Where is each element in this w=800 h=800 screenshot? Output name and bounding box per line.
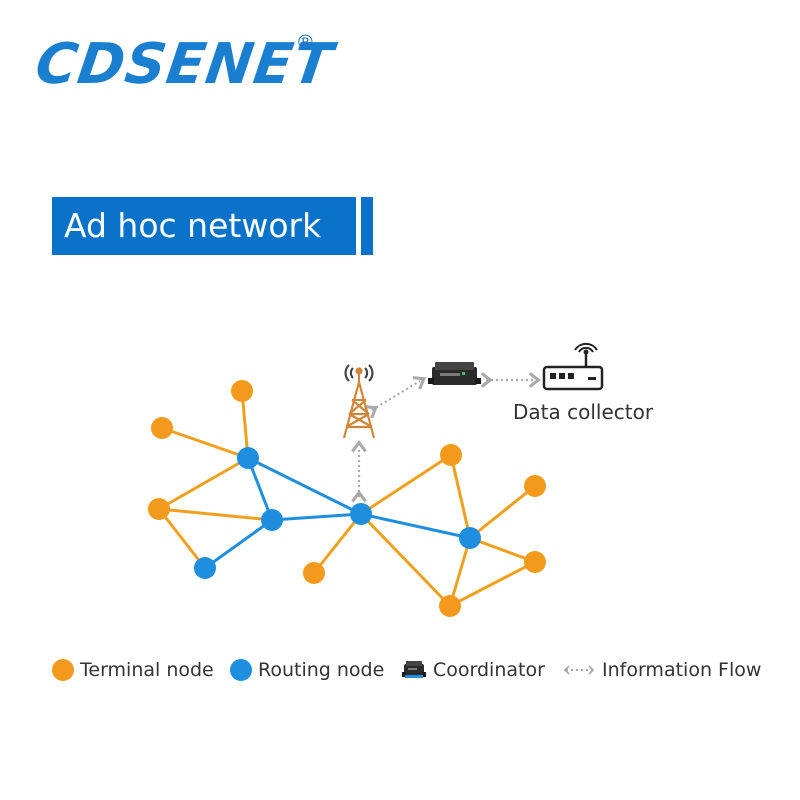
routing-node	[459, 527, 481, 549]
legend-info-flow: Information Flow	[562, 657, 761, 683]
link	[312, 513, 363, 574]
link	[469, 536, 536, 564]
coordinator-icon	[428, 362, 481, 385]
link	[469, 484, 536, 540]
banner-accent-bar	[361, 197, 373, 255]
page-title: Ad hoc network	[64, 206, 322, 245]
terminal-node	[151, 417, 173, 439]
routing-node	[350, 503, 372, 525]
link	[271, 512, 362, 522]
link	[157, 508, 207, 569]
link	[359, 512, 452, 608]
info-flow-icon	[563, 665, 595, 675]
routing-node	[261, 509, 283, 531]
legend-coordinator: Coordinator	[401, 657, 545, 683]
link	[158, 456, 249, 511]
link	[448, 537, 472, 607]
legend-routing: Routing node	[230, 657, 384, 683]
link	[240, 390, 250, 459]
legend-terminal: Terminal node	[52, 657, 214, 683]
terminal-node	[303, 562, 325, 584]
legend-terminal-label: Terminal node	[80, 659, 214, 681]
legend-routing-label: Routing node	[258, 659, 385, 681]
terminal-node	[231, 380, 253, 402]
coordinator-icon	[402, 661, 426, 678]
link	[158, 507, 273, 522]
terminal-links	[157, 390, 536, 608]
terminal-node	[524, 551, 546, 573]
routing-links	[204, 456, 471, 570]
terminal-node	[439, 595, 461, 617]
routing-node	[237, 447, 259, 469]
terminal-nodes	[148, 380, 546, 617]
brand-logo: CDSENET ®	[32, 30, 338, 100]
link	[204, 518, 273, 570]
info-flow-arrow	[364, 376, 426, 419]
registered-mark: ®	[298, 32, 313, 54]
terminal-node	[524, 475, 546, 497]
terminal-node-swatch	[52, 659, 74, 681]
tower-icon	[342, 364, 376, 439]
link	[360, 512, 471, 540]
link	[161, 426, 249, 460]
information-flows	[351, 372, 541, 503]
legend-info-flow-label: Information Flow	[602, 659, 762, 681]
router-icon	[542, 343, 604, 391]
routing-node-swatch	[230, 659, 252, 681]
legend-coordinator-label: Coordinator	[433, 659, 545, 681]
routing-node	[194, 557, 216, 579]
link	[449, 560, 536, 608]
link	[449, 454, 472, 539]
link	[247, 456, 362, 516]
routing-nodes	[194, 447, 481, 579]
link	[246, 457, 274, 521]
link	[360, 453, 452, 516]
terminal-node	[440, 444, 462, 466]
terminal-node	[148, 498, 170, 520]
title-banner: Ad hoc network	[52, 197, 356, 255]
data-collector-label: Data collector	[513, 400, 654, 424]
